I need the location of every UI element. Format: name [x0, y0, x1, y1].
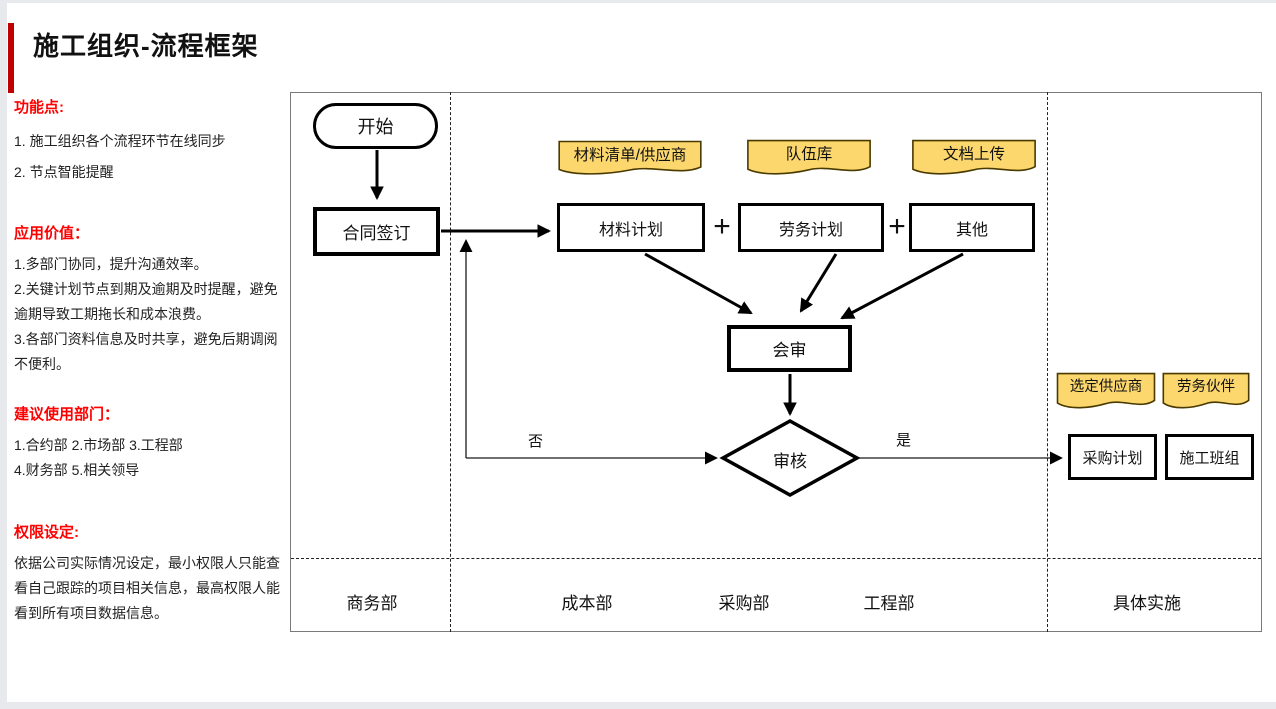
- note-labor-partner: 劳务伙伴: [1162, 372, 1250, 412]
- note-team-library: 队伍库: [746, 139, 872, 178]
- note-label: 队伍库: [785, 146, 833, 163]
- section-heading: 功能点:: [14, 99, 64, 116]
- title-accent-bar: [8, 23, 14, 93]
- branch-label-yes: 是: [896, 432, 912, 449]
- note-label: 材料清单/供应商: [573, 147, 687, 164]
- branch-label-no: 否: [528, 433, 544, 450]
- document-shape-icon: [746, 139, 872, 178]
- window-edge-top: [0, 0, 1276, 3]
- lane-footer-divider: [291, 558, 1261, 559]
- lane-label-implementation: 具体实施: [1113, 594, 1181, 613]
- node-purchase-plan: 采购计划: [1068, 434, 1157, 480]
- node-start: 开始: [313, 103, 438, 149]
- lane-label-cost-dept: 成本部: [561, 594, 613, 613]
- lane-divider-right: [1047, 92, 1048, 632]
- node-contract-signing: 合同签订: [313, 207, 440, 256]
- note-selected-supplier: 选定供应商: [1056, 372, 1156, 412]
- document-shape-icon: [911, 139, 1037, 178]
- note-doc-upload: 文档上传: [911, 139, 1037, 178]
- section-line: 1.合约部 2.市场部 3.工程部: [14, 437, 183, 453]
- sidebar-section-departments: 建议使用部门： 1.合约部 2.市场部 3.工程部 4.财务部 5.相关领导: [14, 403, 291, 483]
- section-line: 2. 节点智能提醒: [14, 164, 114, 180]
- note-material-list: 材料清单/供应商: [557, 140, 703, 178]
- section-heading: 权限设定:: [14, 524, 79, 541]
- sidebar-section-permissions: 权限设定: 依据公司实际情况设定，最小权限人只能查看自己跟踪的项目相关信息，最高…: [14, 521, 291, 626]
- note-label: 劳务伙伴: [1177, 379, 1235, 395]
- document-shape-icon: [1162, 372, 1250, 412]
- document-shape-icon: [557, 140, 703, 178]
- document-shape-icon: [1056, 372, 1156, 412]
- window-edge-left: [0, 0, 7, 709]
- section-line: 依据公司实际情况设定，最小权限人只能查看自己跟踪的项目相关信息，最高权限人能看到…: [14, 555, 280, 621]
- node-labor-plan: 劳务计划: [738, 203, 884, 252]
- lane-label-procurement-dept: 采购部: [718, 594, 770, 613]
- section-line: 2.关键计划节点到期及逾期及时提醒，避免逾期导致工期拖长和成本浪费。: [14, 281, 278, 322]
- lane-divider-left: [450, 92, 451, 632]
- node-joint-review: 会审: [727, 325, 852, 372]
- sidebar-section-features: 功能点: 1. 施工组织各个流程环节在线同步 2. 节点智能提醒: [14, 96, 291, 188]
- note-label: 文档上传: [942, 146, 1005, 163]
- node-review-label: 审核: [773, 452, 807, 471]
- diagram-frame: [290, 92, 1262, 632]
- page-title: 施工组织-流程框架: [33, 31, 259, 61]
- sidebar-section-value: 应用价值： 1.多部门协同，提升沟通效率。 2.关键计划节点到期及逾期及时提醒，…: [14, 222, 291, 377]
- section-line: 3.各部门资料信息及时共享，避免后期调阅不便利。: [14, 331, 278, 372]
- section-line: 4.财务部 5.相关领导: [14, 462, 140, 478]
- plus-operator: +: [888, 210, 906, 243]
- section-line: 1. 施工组织各个流程环节在线同步: [14, 133, 226, 149]
- lane-label-business-dept: 商务部: [346, 594, 398, 613]
- section-heading: 建议使用部门：: [14, 406, 120, 423]
- lane-label-engineering-dept: 工程部: [863, 594, 915, 613]
- section-heading: 应用价值：: [14, 225, 90, 242]
- node-construction-team: 施工班组: [1165, 434, 1254, 480]
- note-label: 选定供应商: [1069, 379, 1143, 395]
- node-other: 其他: [909, 203, 1035, 252]
- section-line: 1.多部门协同，提升沟通效率。: [14, 256, 208, 272]
- window-edge-bottom: [0, 702, 1276, 709]
- node-material-plan: 材料计划: [557, 203, 705, 252]
- plus-operator: +: [713, 210, 731, 243]
